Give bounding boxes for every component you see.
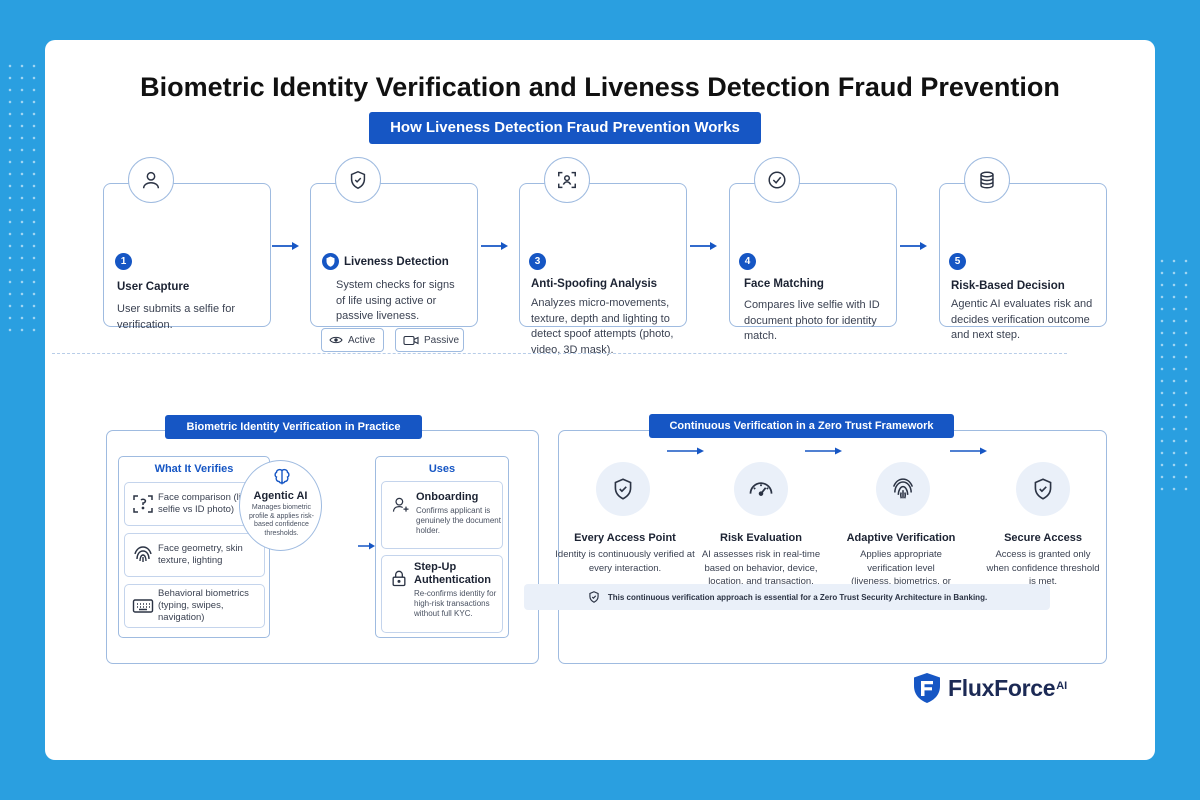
verifies-heading: What It Verifies [154,463,234,475]
shield-check-icon [335,157,381,203]
arrow-right-icon [950,447,987,455]
agentic-ai-hub: Agentic AI Manages biometric profile & a… [239,460,322,551]
section-divider [52,353,1067,354]
brand-suffix: AI [1056,679,1068,692]
arrow-right-icon [900,242,927,250]
shield-check-icon [322,253,339,270]
step-number: 5 [949,253,966,270]
keyboard-icon [132,599,154,613]
step-card-user-capture [103,183,271,327]
check-circle-icon [754,157,800,203]
chip-label: Active [348,334,376,346]
page-title: Biometric Identity Verification and Live… [140,72,1060,102]
verify-item-text: Behavioral biometrics (typing, swipes, n… [158,588,249,623]
step-title: Liveness Detection [344,256,449,268]
arrow-right-icon [358,542,375,550]
step-number: 3 [529,253,546,270]
step-description: User submits a selfie for verification. [117,303,235,331]
flow-banner: How Liveness Detection Fraud Prevention … [369,112,761,144]
step-description: Analyzes micro-movements, texture, depth… [531,297,674,356]
shield-check-icon [596,462,650,516]
zt-stage-title: Adaptive Verification [846,532,956,544]
brain-icon [274,468,290,485]
database-icon [964,157,1010,203]
practice-panel [106,430,539,664]
step-description: Compares live selfie with ID document ph… [744,299,880,342]
step-title: User Capture [117,281,190,293]
gauge-icon [734,462,788,516]
use-title: Step-Up Authentication [414,561,491,586]
step-title: Risk-Based Decision [951,280,1065,292]
step-card-face-matching [729,183,897,327]
chip-label: Passive [424,334,460,346]
decor-dots-right [1156,255,1196,495]
face-scan-icon [133,495,153,513]
chip-passive: Passive [395,328,464,352]
shield-check-icon [589,591,599,603]
step-card-anti-spoofing [519,183,687,327]
zero-trust-note-text: This continuous verification approach is… [607,592,988,602]
fingerprint-icon [134,546,152,562]
zt-stage-description: Access is granted only when confidence t… [986,549,1100,587]
brand-name: FluxForce [948,674,1056,701]
step-number: 1 [115,253,132,270]
user-icon [128,157,174,203]
uses-heading: Uses [428,463,456,475]
verify-item: Face geometry, skin texture, lighting [124,533,265,577]
zt-stage-description: Identity is continuously verified at eve… [555,549,695,574]
arrow-right-icon [481,242,508,250]
zt-stage-title: Risk Evaluation [720,532,802,544]
arrow-right-icon [667,447,704,455]
step-title: Anti-Spoofing Analysis [531,278,658,290]
zt-stage-title: Every Access Point [574,532,676,544]
verify-item-text: Face comparison (live selfie vs ID photo… [158,492,251,515]
lock-icon [392,570,406,587]
step-description: System checks for signs of life using ac… [336,279,455,322]
agentic-description: Manages biometric profile & applies risk… [249,504,314,537]
zero-trust-note: This continuous verification approach is… [524,584,1050,610]
agentic-title: Agentic AI [253,490,308,502]
uses-box: Uses Onboarding Confirms applicant is ge… [375,456,509,638]
use-item-onboarding: Onboarding Confirms applicant is genuine… [381,481,503,549]
arrow-right-icon [690,242,717,250]
step-card-liveness-detection [310,183,478,327]
shield-check-icon [1016,462,1070,516]
zt-stage-title: Secure Access [1004,532,1082,544]
step-card-risk-decision [939,183,1107,327]
chip-active: Active [321,328,384,352]
use-item-step-up: Step-Up Authentication Re-confirms ident… [381,555,503,633]
step-number: 4 [739,253,756,270]
video-icon [403,335,419,345]
fingerprint-icon [876,462,930,516]
step-description: Agentic AI evaluates risk and decides ve… [951,298,1093,341]
arrow-right-icon [272,242,299,250]
practice-banner: Biometric Identity Verification in Pract… [165,415,422,439]
verify-item-text: Face geometry, skin texture, lighting [158,543,243,566]
decor-dots-left [4,60,42,340]
user-add-icon [392,497,409,512]
use-description: Re-confirms identity for high-risk trans… [414,589,497,618]
face-scan-icon [544,157,590,203]
brand-logo: FluxForceAI [912,672,1067,704]
zt-stage-description: AI assesses risk in real-time based on b… [701,549,821,587]
use-description: Confirms applicant is genuinely the docu… [416,506,501,535]
arrow-right-icon [805,447,842,455]
eye-icon [329,336,343,344]
zero-trust-panel [558,430,1107,664]
shield-logo-icon [914,673,940,703]
verify-item: Behavioral biometrics (typing, swipes, n… [124,584,265,628]
step-title: Face Matching [744,278,824,290]
zero-trust-banner: Continuous Verification in a Zero Trust … [649,414,954,438]
use-title: Onboarding [416,491,479,503]
